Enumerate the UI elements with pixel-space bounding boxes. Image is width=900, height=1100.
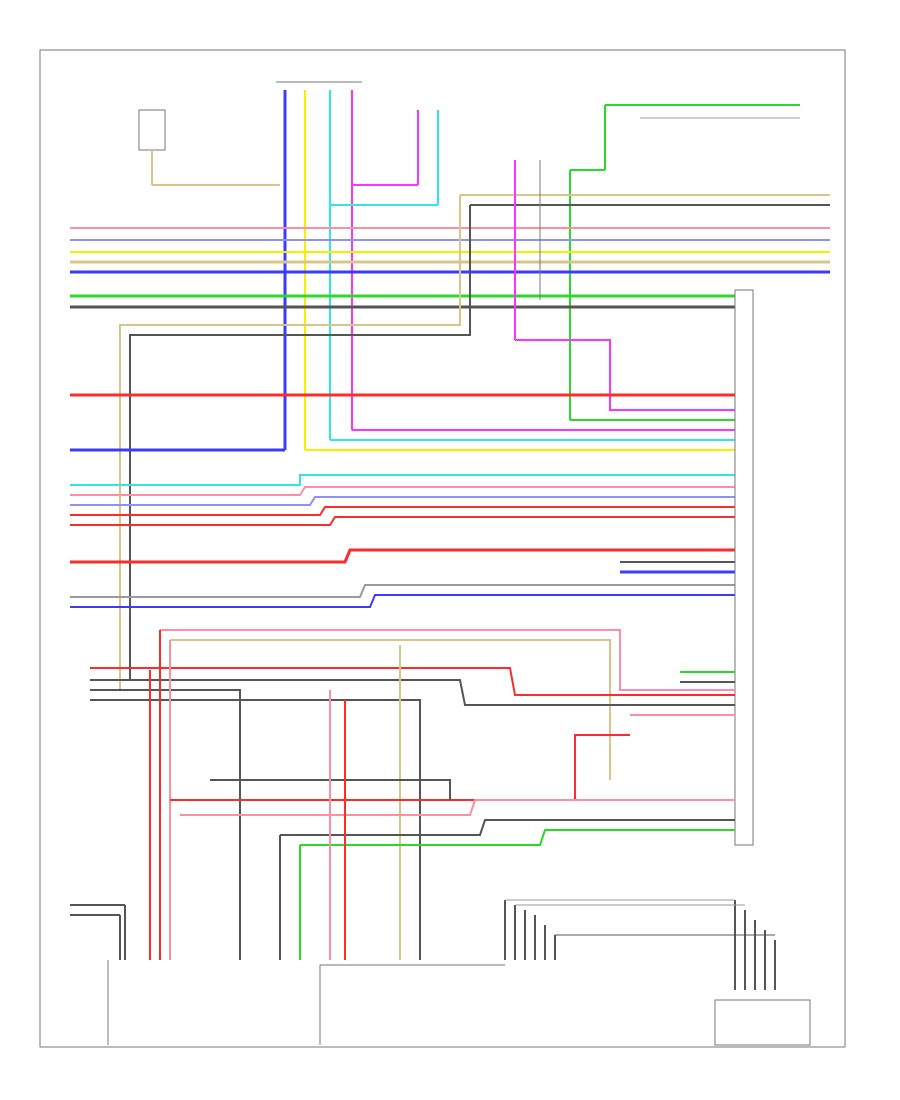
diagram-border xyxy=(39,49,846,1048)
wire-bundle-top xyxy=(70,194,830,309)
right-connector-block xyxy=(734,289,754,846)
mid-wires xyxy=(70,393,735,608)
bottom-connectors xyxy=(70,899,811,1046)
top-left-switch xyxy=(138,109,280,186)
top-center-connector xyxy=(276,81,362,450)
top-right-connector xyxy=(330,110,439,206)
central-verticals xyxy=(119,160,735,690)
lower-wires xyxy=(90,629,735,960)
